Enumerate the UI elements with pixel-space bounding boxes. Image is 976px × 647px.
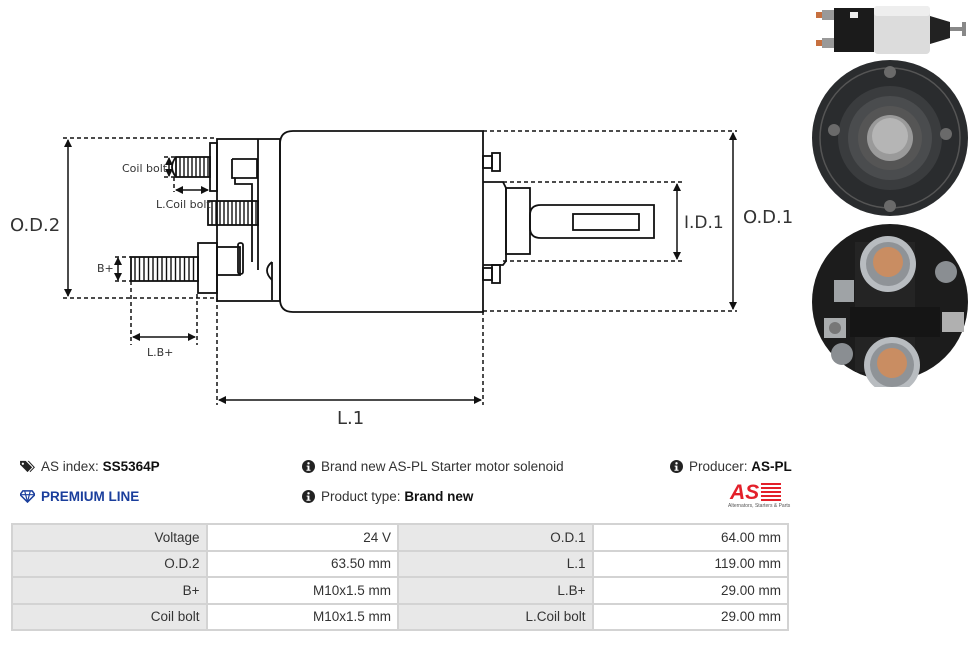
spec-key: L.1 xyxy=(397,549,594,578)
producer-label: Producer: xyxy=(689,459,748,474)
spec-value: 29.00 mm xyxy=(591,602,789,631)
spec-value: 64.00 mm xyxy=(591,523,789,552)
spec-key: B+ xyxy=(11,576,208,605)
rear-cap xyxy=(216,138,281,302)
as-index-label: AS index: xyxy=(41,459,99,474)
as-index-value: SS5364P xyxy=(102,459,160,474)
spec-value: 63.50 mm xyxy=(205,549,400,578)
label-l1: L.1 xyxy=(337,408,364,429)
spec-key: O.D.2 xyxy=(11,549,208,578)
solenoid-rear-photo xyxy=(812,60,968,216)
info-circle-icon xyxy=(302,490,315,503)
spec-value: 119.00 mm xyxy=(591,549,789,578)
product-type-value: Brand new xyxy=(404,489,474,504)
spec-value: 24 V xyxy=(205,523,400,552)
producer: Producer: AS-PL xyxy=(670,459,792,474)
solenoid-side-photo xyxy=(816,6,966,54)
spec-value: M10x1.5 mm xyxy=(205,576,400,605)
info-circle-icon xyxy=(302,460,315,473)
tags-icon xyxy=(20,460,35,473)
spec-value: M10x1.5 mm xyxy=(205,602,400,631)
label-l-coil-bolt: L.Coil bolt xyxy=(156,198,211,211)
as-index: AS index: SS5364P xyxy=(20,459,160,474)
product-type-label: Product type: xyxy=(321,489,401,504)
info-circle-icon xyxy=(670,460,683,473)
as-logo-tagline: Alternators, Starters & Parts xyxy=(728,503,791,509)
spec-key: L.B+ xyxy=(397,576,594,605)
spec-key: Coil bolt xyxy=(11,602,208,631)
dimension-drawing: O.D.2 O.D.1 I.D.1 L.1 L.B+ B+ Coil bolt … xyxy=(10,130,793,429)
product-type: Product type: Brand new xyxy=(302,489,473,504)
as-logo-text: AS xyxy=(729,481,759,502)
as-pl-logo[interactable]: AS Alternators, Starters & Parts xyxy=(728,480,792,510)
spec-value: 29.00 mm xyxy=(591,576,789,605)
premium-line-badge[interactable]: PREMIUM LINE xyxy=(20,489,139,504)
label-bplus: B+ xyxy=(97,262,114,275)
solenoid-terminal-photo xyxy=(812,224,968,387)
label-od1: O.D.1 xyxy=(743,207,793,228)
diamond-icon xyxy=(20,490,35,503)
as-logo-mark: AS xyxy=(729,481,781,502)
solenoid-body xyxy=(279,130,484,313)
label-coil-bolt: Coil bolt xyxy=(122,162,168,175)
spec-key: L.Coil bolt xyxy=(397,602,594,631)
description-text: Brand new AS-PL Starter motor solenoid xyxy=(321,459,564,474)
label-od2: O.D.2 xyxy=(10,215,60,236)
spec-key: Voltage xyxy=(11,523,208,552)
product-description: Brand new AS-PL Starter motor solenoid xyxy=(302,459,564,474)
premium-line-label: PREMIUM LINE xyxy=(41,489,140,504)
label-id1: I.D.1 xyxy=(684,213,724,233)
producer-value: AS-PL xyxy=(751,459,792,474)
spec-key: O.D.1 xyxy=(397,523,594,552)
label-lbplus: L.B+ xyxy=(147,346,173,359)
plunger-slot xyxy=(572,213,640,231)
